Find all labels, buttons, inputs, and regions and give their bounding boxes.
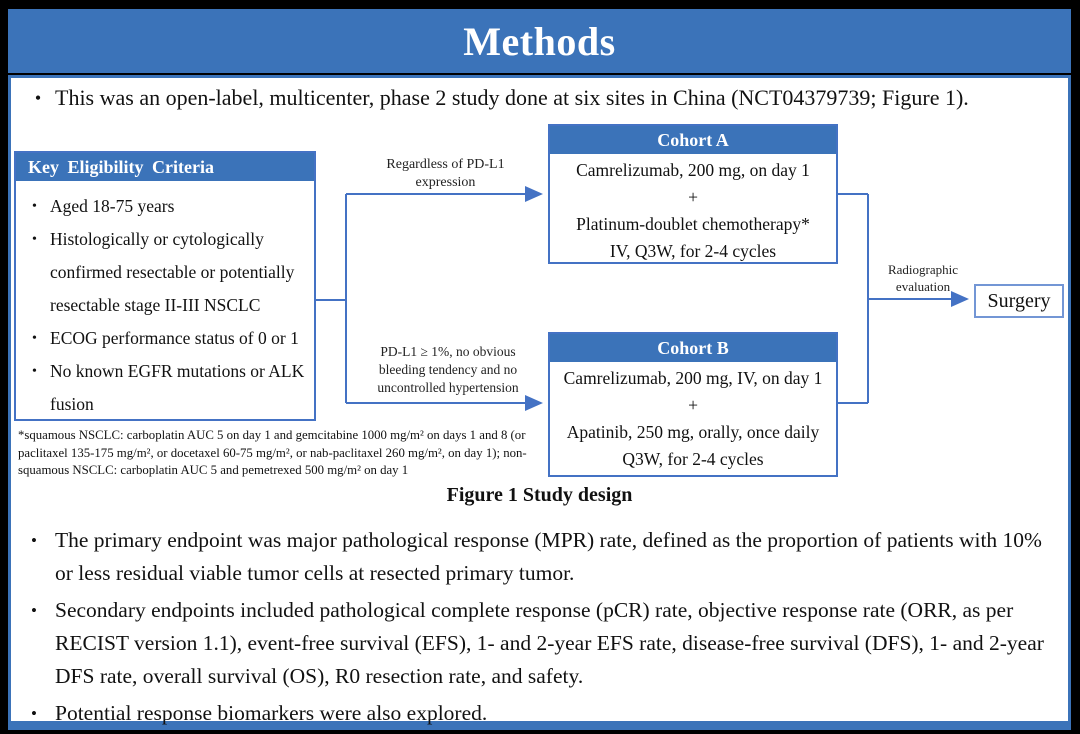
cohort-a-body: Camrelizumab, 200 mg, on day 1 + Platinum-… <box>550 154 836 265</box>
slide-frame: Methods • This was an open-label, multic… <box>8 9 1071 730</box>
eligibility-item: No known EGFR mutations or ALK fusion <box>22 355 308 421</box>
slide-title: Methods <box>463 18 616 64</box>
eligibility-item: Aged 18-75 years <box>22 190 308 223</box>
eligibility-header: Key Eligibility Criteria <box>16 153 314 181</box>
cohort-b-body: Camrelizumab, 200 mg, IV, on day 1 + Apati… <box>550 362 836 473</box>
eligibility-item: Histologically or cytologically confirme… <box>22 223 308 322</box>
slide-content: • This was an open-label, multicenter, p… <box>8 75 1071 730</box>
bullet-list: The primary endpoint was major pathologi… <box>19 524 1056 734</box>
cohort-b-header: Cohort B <box>550 334 836 362</box>
bullet-dot: • <box>34 88 42 108</box>
cohort-a-box: Cohort A Camrelizumab, 200 mg, on day 1 +… <box>548 124 838 264</box>
eligibility-item: ECOG performance status of 0 or 1 <box>22 322 308 355</box>
intro-bullet: • This was an open-label, multicenter, p… <box>21 84 1054 112</box>
figure-caption: Figure 1 Study design <box>446 484 633 506</box>
cohort-b-line: Apatinib, 250 mg, orally, once daily <box>566 422 820 442</box>
cohort-b-box: Cohort B Camrelizumab, 200 mg, IV, on da… <box>548 332 838 477</box>
bullet-item: The primary endpoint was major pathologi… <box>19 524 1056 590</box>
eligibility-box: Key Eligibility Criteria Aged 18-75 year… <box>14 151 316 421</box>
cohort-b-line: Q3W, for 2-4 cycles <box>622 449 764 469</box>
bullet-item: Secondary endpoints included pathologica… <box>19 594 1056 693</box>
bullet-item: Potential response biomarkers were also … <box>19 697 1056 730</box>
cohort-a-header: Cohort A <box>550 126 836 154</box>
cohort-a-line: Platinum-doublet chemotherapy* <box>576 214 810 234</box>
intro-bullet-text: This was an open-label, multicenter, pha… <box>55 85 969 110</box>
cohort-b-line: Camrelizumab, 200 mg, IV, on day 1 <box>563 368 823 388</box>
radiographic-evaluation-label: Radiographic evaluation <box>887 262 959 294</box>
branch-label-bottom: PD-L1 ≥ 1%, no obvious bleeding tendency… <box>377 344 519 395</box>
title-bar: Methods <box>8 9 1071 73</box>
cohort-a-line: Camrelizumab, 200 mg, on day 1 <box>576 160 810 180</box>
eligibility-list: Aged 18-75 yearsHistologically or cytolo… <box>16 181 314 421</box>
cohort-a-line: IV, Q3W, for 2-4 cycles <box>609 241 777 261</box>
chemotherapy-footnote: *squamous NSCLC: carboplatin AUC 5 on da… <box>18 428 527 477</box>
cohort-b-line: + <box>688 395 698 415</box>
cohort-a-line: + <box>688 187 698 207</box>
branch-label-top: Regardless of PD-L1 expression <box>386 157 505 190</box>
surgery-box: Surgery <box>974 284 1064 318</box>
